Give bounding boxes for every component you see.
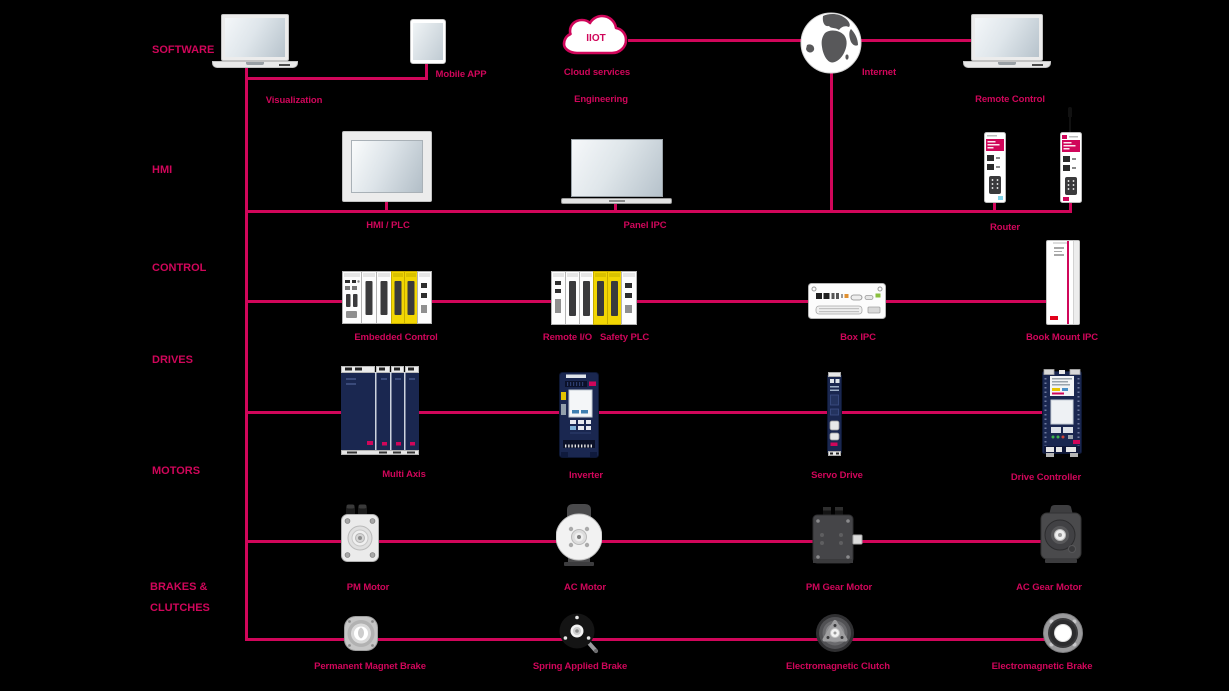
ac-motor-icon [556, 504, 602, 566]
router-icon [984, 132, 1006, 203]
panel-ipc-screen-icon [571, 139, 663, 197]
control-bus-line [245, 300, 1065, 303]
brakes-bus-line [245, 638, 1080, 641]
label-permanent-magnet-brake: Permanent Magnet Brake [314, 661, 426, 672]
label-spring-applied-brake: Spring Applied Brake [532, 661, 628, 672]
label-book-mount-ipc: Book Mount IPC [1026, 332, 1098, 343]
label-engineering: Engineering [574, 94, 628, 105]
panel-ipc-stub-line [614, 202, 617, 212]
row-label-software: SOFTWARE [152, 44, 215, 56]
tablet-connector-line [245, 77, 428, 80]
permanent-magnet-brake-icon [344, 616, 378, 651]
motors-bus-line [245, 540, 1062, 543]
pm-gear-motor-icon [812, 507, 863, 564]
hmi-plc-panel-icon [342, 131, 432, 202]
box-ipc-icon [808, 283, 886, 319]
pm-motor-icon [341, 504, 379, 562]
electromagnetic-brake-icon [1043, 613, 1083, 653]
label-internet: Internet [861, 67, 897, 78]
spring-applied-brake-icon [559, 613, 598, 653]
label-ac-motor: AC Motor [564, 582, 606, 593]
label-hmi-plc: HMI / PLC [366, 220, 410, 231]
router-antenna-icon [1068, 107, 1072, 133]
servo-drive-icon [827, 372, 842, 456]
remote-io-safety-plc-icon [551, 271, 637, 325]
row-label-hmi: HMI [152, 164, 173, 176]
row-label-motors: MOTORS [152, 465, 201, 477]
drive-controller-icon [1042, 369, 1082, 457]
embedded-control-icon [342, 271, 432, 324]
main-bus-line [245, 64, 248, 641]
label-servo-drive: Servo Drive [811, 470, 863, 481]
label-inverter: Inverter [568, 470, 604, 481]
multi-axis-drive-icon [341, 366, 419, 455]
panel-ipc-base-icon [561, 198, 672, 204]
brand-logo [1050, 316, 1058, 320]
label-remote-io: Remote I/O [542, 332, 592, 343]
iiot-badge: IIOT [586, 33, 605, 44]
mobile-app-tablet-icon [410, 19, 446, 64]
label-router: Router [989, 222, 1021, 233]
label-mobile-app: Mobile APP [435, 69, 487, 80]
remote-control-laptop-icon [963, 14, 1051, 68]
label-electromagnetic-brake: Electromagnetic Brake [991, 661, 1093, 672]
iiot-cloud-icon: IIOT [562, 14, 628, 55]
row-label-brakes-clutches: BRAKES & CLUTCHES [150, 581, 210, 614]
label-embedded-control: Embedded Control [354, 332, 438, 343]
hmi-bus-line [245, 210, 1072, 213]
hmi-plc-stub-line [385, 200, 388, 212]
inverter-icon [559, 372, 599, 458]
internet-down-line [830, 70, 833, 213]
tablet-stub-line [425, 62, 428, 79]
wireless-router-icon [1060, 132, 1082, 203]
label-remote-io-safety-plc: Remote I/O Safety PLC [543, 332, 649, 343]
internet-globe-icon [800, 12, 862, 74]
label-remote-control: Remote Control [975, 94, 1045, 105]
label-box-ipc: Box IPC [840, 332, 876, 343]
label-cloud-services: Cloud services [563, 67, 631, 78]
label-safety-plc: Safety PLC [600, 332, 650, 343]
row-label-control: CONTROL [152, 262, 207, 274]
label-drive-controller: Drive Controller [1010, 472, 1082, 483]
label-panel-ipc: Panel IPC [623, 220, 667, 231]
label-multi-axis: Multi Axis [382, 469, 426, 480]
electromagnetic-clutch-icon [816, 614, 854, 652]
label-electromagnetic-clutch: Electromagnetic Clutch [786, 661, 890, 672]
label-visualization: Visualization [265, 95, 323, 106]
book-mount-ipc-icon [1046, 240, 1080, 325]
label-pm-motor: PM Motor [346, 582, 390, 593]
ac-gear-motor-icon [1040, 505, 1082, 563]
label-ac-gear-motor: AC Gear Motor [1016, 582, 1082, 593]
router2-stub-line [1069, 202, 1072, 212]
visualization-laptop-icon [212, 14, 298, 68]
label-pm-gear-motor: PM Gear Motor [805, 582, 873, 593]
row-label-drives: DRIVES [152, 354, 193, 366]
router1-stub-line [993, 202, 996, 212]
drives-bus-line [245, 411, 1062, 414]
